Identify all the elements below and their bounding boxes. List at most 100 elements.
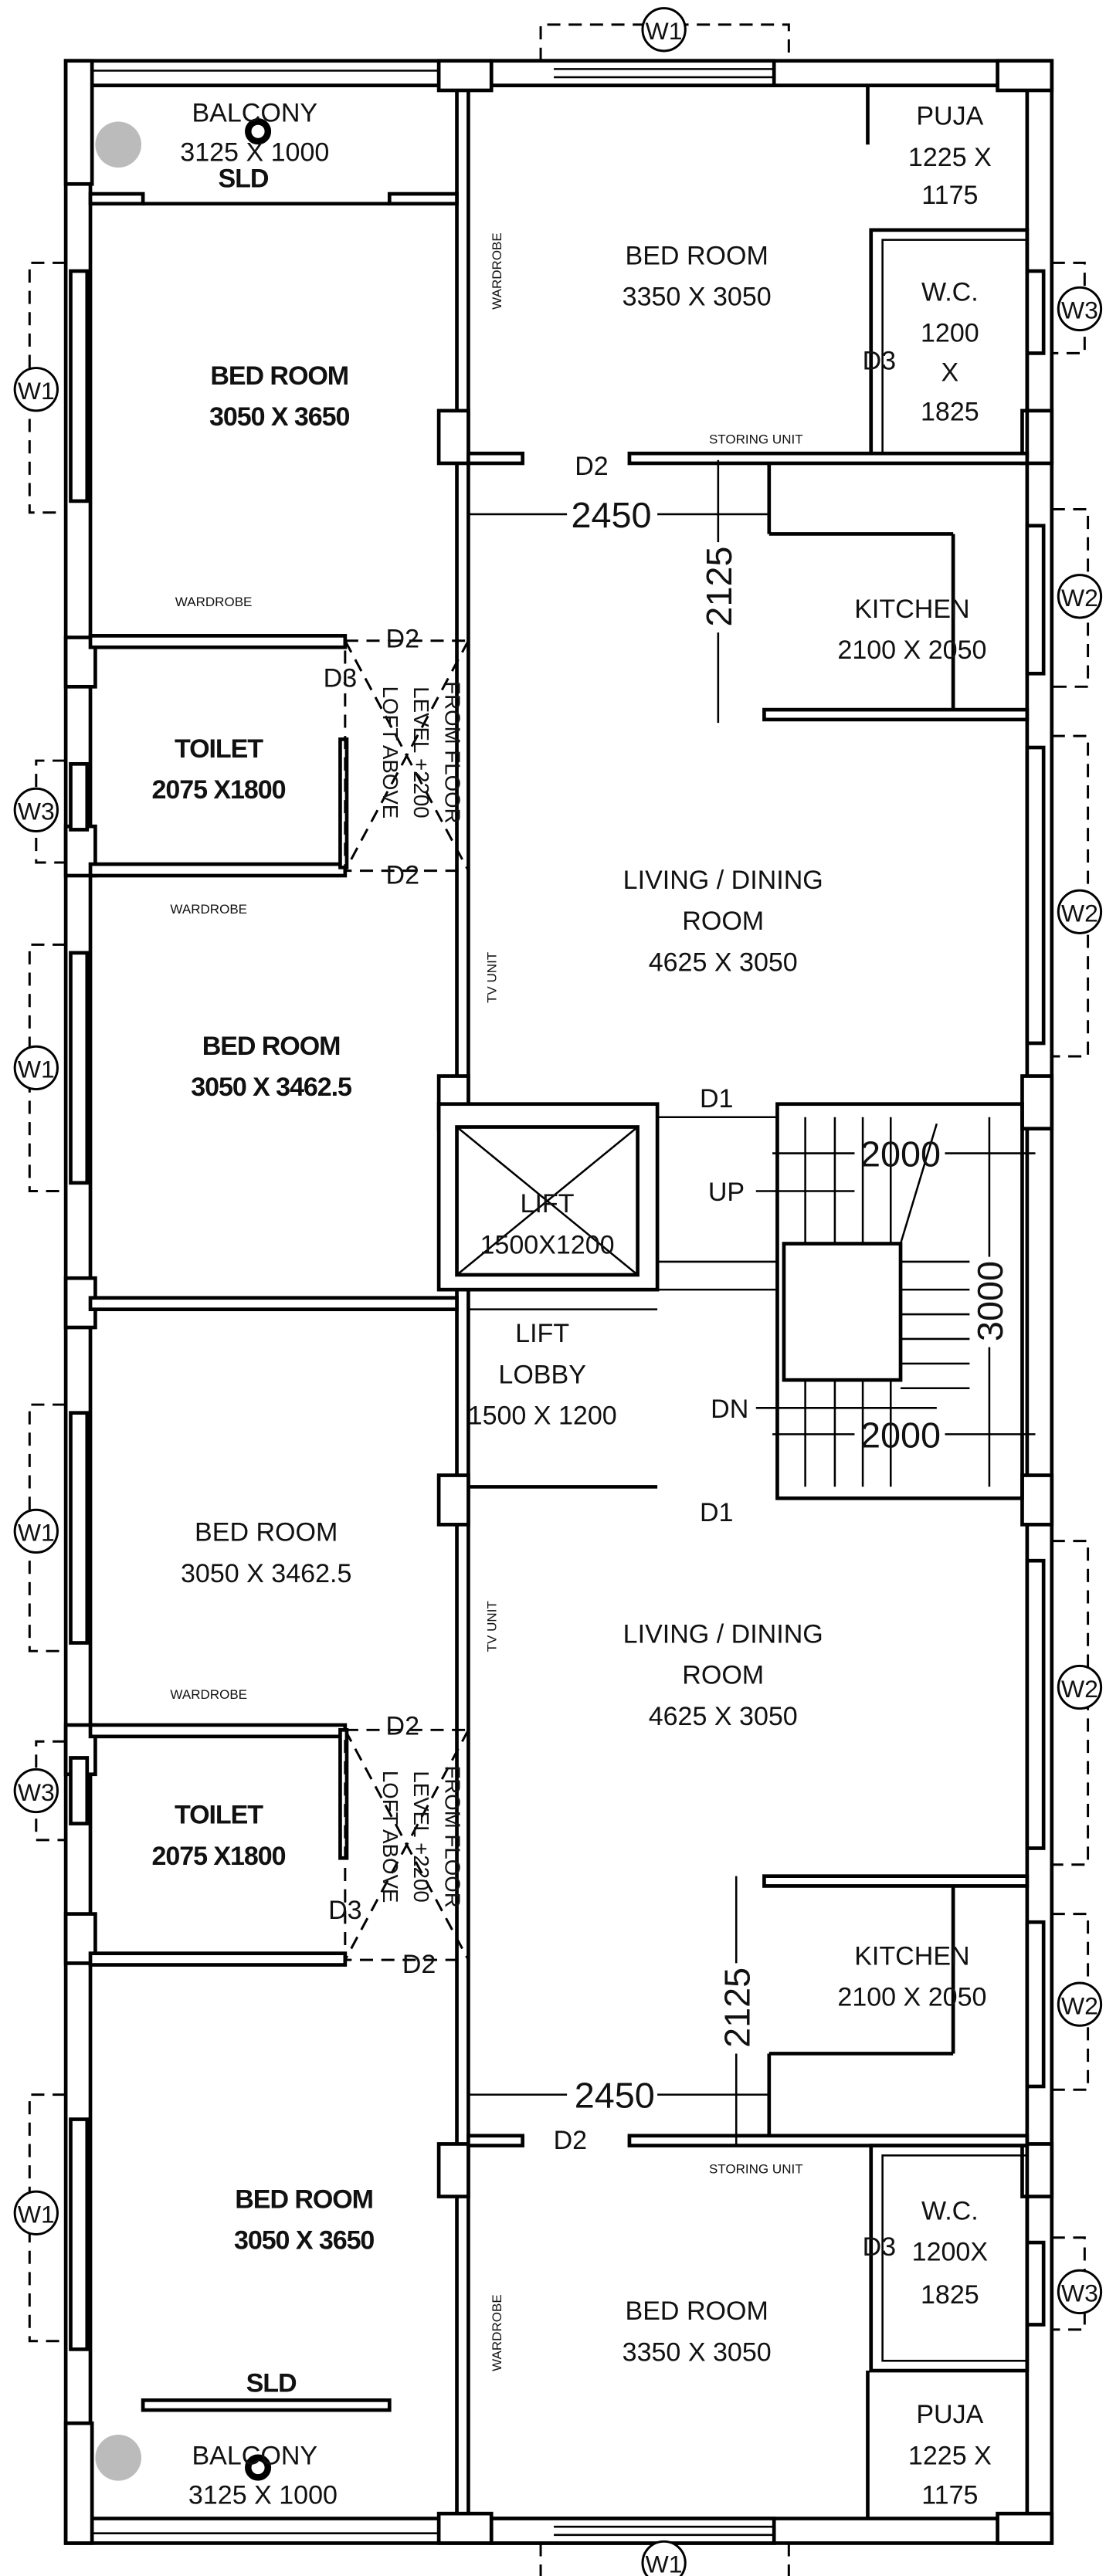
living-bottom-label: ROOM <box>682 1661 764 1690</box>
svg-text:W1: W1 <box>18 1519 55 1547</box>
living-bottom-label: LIVING / DINING <box>623 1620 823 1649</box>
svg-text:W3: W3 <box>1061 297 1098 324</box>
kitchen-bottom-label: KITCHEN <box>854 1942 969 1971</box>
bedroom2-size: 3050 X 3462.5 <box>191 1073 351 1102</box>
stair-width-top: 2000 <box>860 1134 941 1174</box>
kitchen-bottom-size: 2100 X 2050 <box>837 1983 986 2012</box>
dimension-passage-top: 2450 <box>571 495 651 535</box>
plant-icon <box>95 2435 141 2481</box>
living-top-size: 4625 X 3050 <box>649 947 798 977</box>
window-tag-w1: W1 <box>13 1508 59 1554</box>
loft1-door-top: D2 <box>386 624 420 653</box>
svg-text:W1: W1 <box>18 2201 55 2229</box>
svg-text:W3: W3 <box>18 1778 55 1806</box>
loft2-door-bottom: D2 <box>402 1950 436 1979</box>
lift-label: LIFT <box>521 1189 575 1219</box>
window-tag-w1: W1 <box>13 367 59 412</box>
window-tag-w1-bottom: W1 <box>641 2540 687 2576</box>
window-tag-w2: W2 <box>1057 1981 1103 2027</box>
dimension-passage-bottom: 2450 <box>575 2076 655 2116</box>
wc-top-size: 1200 <box>921 319 979 348</box>
window-tag-w3: W3 <box>1057 286 1103 332</box>
loft2-note: LEVEL +2200 <box>409 1771 433 1902</box>
toilet2-size: 2075 X1800 <box>152 1842 286 1871</box>
toilet2-door: D3 <box>328 1896 362 1925</box>
loft2-door-top: D2 <box>386 1712 420 1741</box>
puja-bottom-size: 1175 <box>921 2480 978 2510</box>
wc-bottom-door: D3 <box>863 2232 897 2262</box>
puja-top-size: 1225 X <box>908 143 992 172</box>
stair-width-bottom: 2000 <box>860 1415 941 1455</box>
wc-top-size: 1825 <box>921 398 979 427</box>
living-top-door: D1 <box>700 1084 734 1113</box>
toilet1-door: D3 <box>324 663 358 693</box>
wc-bottom-label: W.C. <box>921 2196 979 2225</box>
bedroom4-door: SLD <box>246 2369 297 2398</box>
svg-text:W3: W3 <box>1061 2279 1098 2307</box>
living-top-label: LIVING / DINING <box>623 866 823 895</box>
bedroom-top-door: D2 <box>575 452 609 481</box>
toilet2-label: TOILET <box>175 1801 263 1830</box>
bedroom-bottom-size: 3350 X 3050 <box>623 2337 772 2367</box>
bedroom-top-wardrobe: WARDROBE <box>490 232 504 310</box>
loft2-note: FROM FLOOR <box>441 1765 465 1907</box>
svg-text:W2: W2 <box>1061 1991 1098 2019</box>
bedroom3-size: 3050 X 3462.5 <box>181 1559 351 1588</box>
living-top-label: ROOM <box>682 907 764 936</box>
svg-text:W2: W2 <box>1061 1675 1098 1703</box>
puja-bottom-size: 1225 X <box>908 2441 992 2470</box>
toilet1-size: 2075 X1800 <box>152 775 286 805</box>
wc-top-door: D3 <box>863 347 897 376</box>
rainwater-pipe-icon <box>245 118 272 145</box>
bedroom4-size: 3050 X 3650 <box>234 2226 374 2256</box>
wc-top-label: W.C. <box>921 277 979 307</box>
stair-length: 3000 <box>970 1261 1010 1341</box>
walls <box>63 59 1054 2545</box>
loft1-note: LEVEL +2200 <box>409 686 433 818</box>
bedroom4-label: BED ROOM <box>235 2185 373 2214</box>
window-tag-w1: W1 <box>13 2190 59 2235</box>
dimension-kitchen-bottom: 2125 <box>717 1968 757 2048</box>
bedroom1-size: 3050 X 3650 <box>209 402 349 432</box>
window-tag-w3: W3 <box>13 1768 59 1814</box>
window-tag-w3: W3 <box>1057 2269 1103 2315</box>
svg-text:W1: W1 <box>646 17 683 45</box>
bedroom-top-label: BED ROOM <box>626 242 768 271</box>
tv-unit-top: TV UNIT <box>485 952 500 1003</box>
wc-bottom-size: 1825 <box>921 2280 979 2310</box>
loft2-note: LOFT ABOVE <box>378 1771 402 1903</box>
toilet1-label: TOILET <box>175 734 263 764</box>
kitchen-top-label: KITCHEN <box>854 595 969 624</box>
window-tag-w1-top: W1 <box>641 7 687 53</box>
balcony-bottom-size: 3125 X 1000 <box>188 2480 338 2510</box>
lobby-label: LIFT <box>515 1319 569 1348</box>
stair-dn: DN <box>711 1395 748 1424</box>
window-tag-w1: W1 <box>13 1045 59 1091</box>
kitchen-top-size: 2100 X 2050 <box>837 636 986 665</box>
svg-text:W3: W3 <box>18 798 55 825</box>
bedroom2-wardrobe: WARDROBE <box>170 902 247 917</box>
storing-unit-top: STORING UNIT <box>709 432 803 446</box>
window-tag-w2: W2 <box>1057 574 1103 619</box>
balcony-bottom-label: BALCONY <box>192 2441 317 2470</box>
loft1-door-bottom: D2 <box>386 861 420 890</box>
wc-bottom-size: 1200X <box>912 2238 988 2267</box>
bedroom2-label: BED ROOM <box>202 1032 341 1061</box>
svg-text:W1: W1 <box>18 1056 55 1083</box>
bedroom1-label: BED ROOM <box>210 361 348 391</box>
bedroom-bottom-wardrobe: WARDROBE <box>490 2294 504 2371</box>
rainwater-pipe-icon <box>245 2454 272 2481</box>
bedroom3-label: BED ROOM <box>195 1518 338 1547</box>
storing-unit-bottom: STORING UNIT <box>709 2162 803 2177</box>
wc-top-size: X <box>941 358 959 388</box>
dimension-kitchen-top: 2125 <box>699 546 739 626</box>
window-tag-w2: W2 <box>1057 889 1103 934</box>
puja-bottom-label: PUJA <box>916 2400 983 2429</box>
stair-up: UP <box>708 1178 745 1207</box>
lobby-door: D1 <box>700 1498 734 1527</box>
balcony-top-label: BALCONY <box>192 98 317 127</box>
svg-text:W2: W2 <box>1061 584 1098 612</box>
window-tag-w2: W2 <box>1057 1664 1103 1710</box>
puja-top-size: 1175 <box>921 181 978 210</box>
